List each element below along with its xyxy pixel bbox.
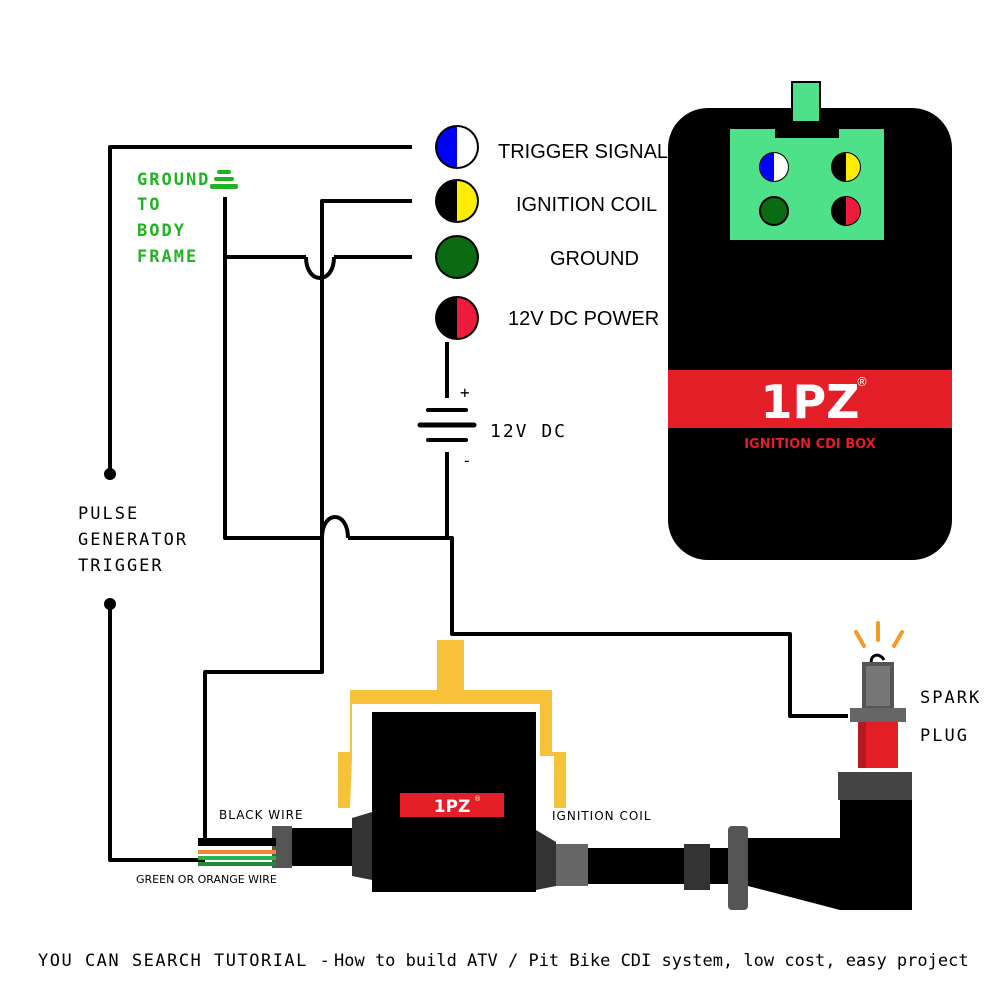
footer-caption: YOU CAN SEARCH TUTORIAL - How to build A… [38,951,969,971]
green-orange-wire-label: GREEN OR ORANGE WIRE [136,873,277,886]
cdi-reg-mark: ® [856,375,868,389]
spark-plug-label: SPARK PLUG [920,688,981,746]
ignition-coil: 1PZ ® IGNITION COIL [272,640,912,910]
battery-plus: + [460,383,470,402]
cdi-box: 1PZ ® IGNITION CDI BOX [668,81,952,560]
ground-label: GROUND TO BODY FRAME [137,170,210,267]
pulse-generator-label: PULSE GENERATOR TRIGGER [78,504,188,576]
footer-text: How to build ATV / Pit Bike CDI system, … [334,951,969,971]
cdi-pin-trigger [759,152,789,182]
black-wire-label: BLACK WIRE [219,808,304,822]
connector-label-power: 12V DC POWER [508,308,659,330]
connector-label-trigger: TRIGGER SIGNAL [498,141,668,163]
connector-ignition-coil: IGNITION COIL [435,179,657,223]
spark-icon [854,621,904,648]
footer-lead: YOU CAN SEARCH TUTORIAL - [38,951,331,971]
connector-12v-power: 12V DC POWER [435,296,659,340]
battery-symbol-icon [417,408,477,442]
coil-input-wires [198,838,276,866]
ground-hop-wire [320,515,350,539]
connector-list: TRIGGER SIGNAL IGNITION COIL GROUND 12V … [435,125,668,340]
trigger-wire [108,145,412,472]
battery-minus: - [462,451,472,470]
svg-text:GENERATOR: GENERATOR [78,530,188,550]
svg-text:PLUG: PLUG [920,726,969,746]
battery-neg-wire [445,452,848,718]
connector-ground: GROUND [435,235,639,279]
svg-text:TRIGGER: TRIGGER [78,556,164,576]
pulse-bottom-wire [108,604,205,862]
cdi-pin-power [831,196,861,226]
svg-text:GROUND: GROUND [137,170,210,190]
svg-text:TO: TO [137,195,161,215]
coil-reg-mark: ® [474,795,481,803]
spark-plug [850,621,906,768]
cdi-subtitle: IGNITION CDI BOX [744,437,876,452]
svg-text:BODY: BODY [137,221,186,241]
cdi-brand-logo: 1PZ [760,375,859,429]
battery-label: 12V DC [490,421,567,442]
ground-symbol-icon [210,170,238,189]
connector-label-ground: GROUND [550,248,639,270]
cdi-pin-coil [831,152,861,182]
pulse-terminal-top [104,468,116,480]
connector-label-coil: IGNITION COIL [516,194,657,216]
coil-brand-logo: 1PZ [434,797,471,817]
ignition-coil-wire [203,199,412,838]
svg-text:SPARK: SPARK [920,688,981,708]
connector-trigger-signal: TRIGGER SIGNAL [435,125,668,169]
cdi-pin-ground [759,196,789,226]
svg-text:FRAME: FRAME [137,247,198,267]
svg-text:PULSE: PULSE [78,504,139,524]
coil-label: IGNITION COIL [552,809,652,823]
ground-body-wire [223,197,322,540]
pulse-terminal-bottom [104,598,116,610]
wiring [108,145,848,862]
